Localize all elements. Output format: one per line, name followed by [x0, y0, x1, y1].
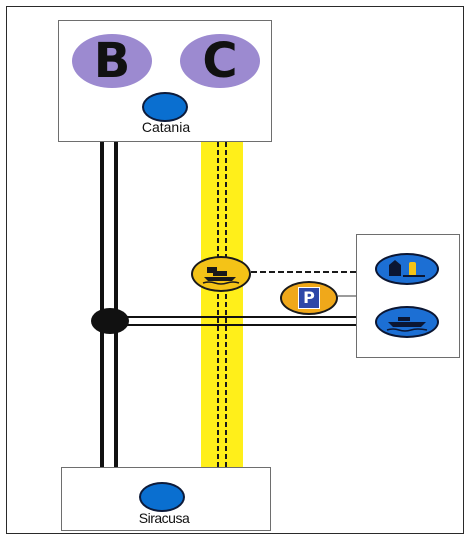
parking-letter: P: [298, 287, 320, 309]
line-c-label: C: [202, 33, 238, 89]
harbour-icon: [375, 253, 439, 285]
line-b-label: B: [93, 33, 131, 89]
line-b-badge: B: [72, 33, 152, 89]
catania-station-dot: [142, 92, 188, 122]
line-c-badge: C: [180, 33, 260, 89]
siracusa-station-dot: [139, 482, 185, 512]
interchange-node: [91, 308, 129, 334]
harbour-glyph: [389, 260, 425, 277]
ship-icon: [375, 306, 439, 338]
ferry-glyph: [202, 267, 240, 285]
siracusa-label: Siracusa: [138, 510, 190, 526]
parking-icon: P: [280, 281, 338, 315]
catania-label: Catania: [141, 119, 191, 135]
ship-glyph: [386, 317, 428, 332]
ferry-icon: [191, 256, 251, 292]
highlight-corridor: [201, 142, 243, 468]
